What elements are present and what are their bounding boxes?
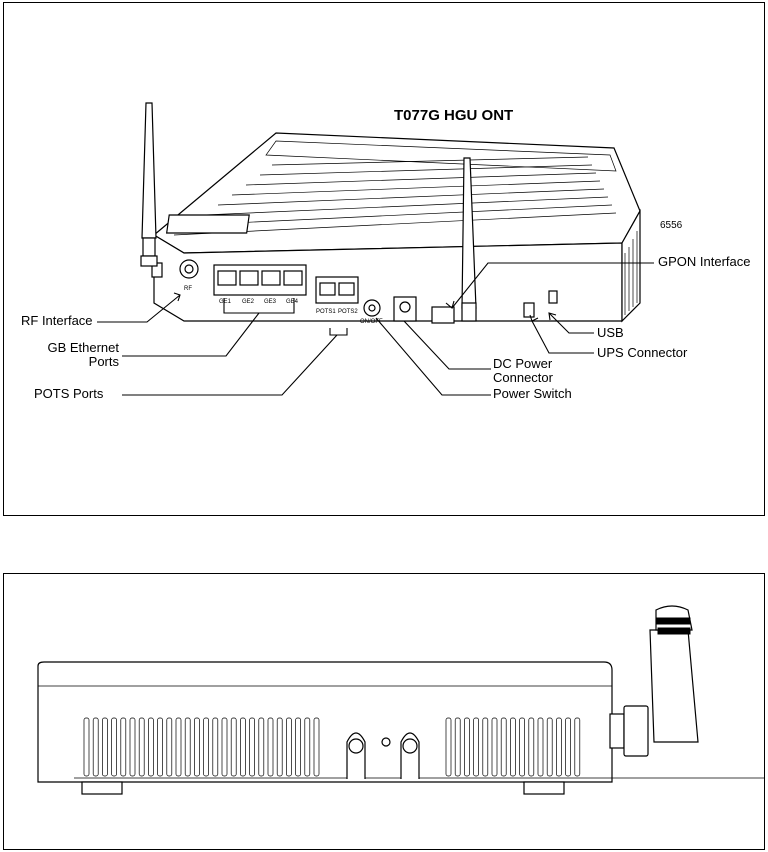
ont-front-view-drawing: RF GE1 GE2 GE3 GE4 POTS1 POTS2 ON/OFF [4, 3, 766, 517]
power-switch-callout: Power Switch [493, 387, 572, 401]
foot-left [82, 782, 122, 794]
side-body [38, 662, 612, 782]
figure-title: T077G HGU ONT [394, 107, 513, 124]
ge4-port [284, 271, 302, 285]
side-connector-left [347, 733, 365, 779]
figure-number: 6556 [660, 220, 682, 231]
side-indicator [382, 738, 390, 746]
rf-connector [180, 260, 198, 278]
pots2-label: POTS2 [338, 309, 358, 315]
gb-ethernet-callout-line2: Ports [24, 355, 119, 369]
side-antenna [610, 606, 698, 756]
dc-power-leader [404, 321, 491, 369]
pots-bracket [330, 328, 347, 335]
usb-callout: USB [597, 326, 624, 340]
label-plate [167, 215, 250, 233]
ge1-label: GE1 [219, 299, 232, 305]
ups-leader [532, 321, 594, 353]
ge3-port [262, 271, 280, 285]
rf-interface-callout: RF Interface [21, 314, 93, 328]
gpon-port [432, 307, 454, 323]
ups-connector-callout: UPS Connector [597, 346, 687, 360]
side-view-panel [3, 573, 765, 850]
ge1-port [218, 271, 236, 285]
ge2-label: GE2 [242, 299, 255, 305]
side-connector-right [401, 733, 419, 779]
ge3-label: GE3 [264, 299, 277, 305]
dc-power-callout-line1: DC Power [493, 357, 553, 371]
gb-ethernet-callout: GB Ethernet Ports [24, 341, 119, 369]
front-view-panel: RF GE1 GE2 GE3 GE4 POTS1 POTS2 ON/OFF [3, 2, 765, 516]
dc-power-callout-line2: Connector [493, 371, 553, 385]
foot-right [524, 782, 564, 794]
pots1-port [320, 283, 335, 295]
ont-side-view-drawing [4, 574, 766, 851]
ge4-label: GE4 [286, 299, 299, 305]
power-switch-leader [376, 318, 491, 395]
pots2-port [339, 283, 354, 295]
device-top-surface [154, 133, 640, 253]
left-antenna [141, 103, 157, 266]
power-switch [364, 300, 380, 316]
ups-connector-port [524, 303, 534, 317]
dc-power-callout: DC Power Connector [493, 357, 553, 385]
gpon-interface-callout: GPON Interface [658, 255, 750, 269]
gb-ethernet-callout-line1: GB Ethernet [24, 341, 119, 355]
pots-leader [122, 335, 337, 395]
rf-port-label: RF [184, 286, 192, 292]
pots1-label: POTS1 [316, 309, 336, 315]
usb-port [549, 291, 557, 303]
pots-ports-callout: POTS Ports [34, 387, 103, 401]
ge2-port [240, 271, 258, 285]
